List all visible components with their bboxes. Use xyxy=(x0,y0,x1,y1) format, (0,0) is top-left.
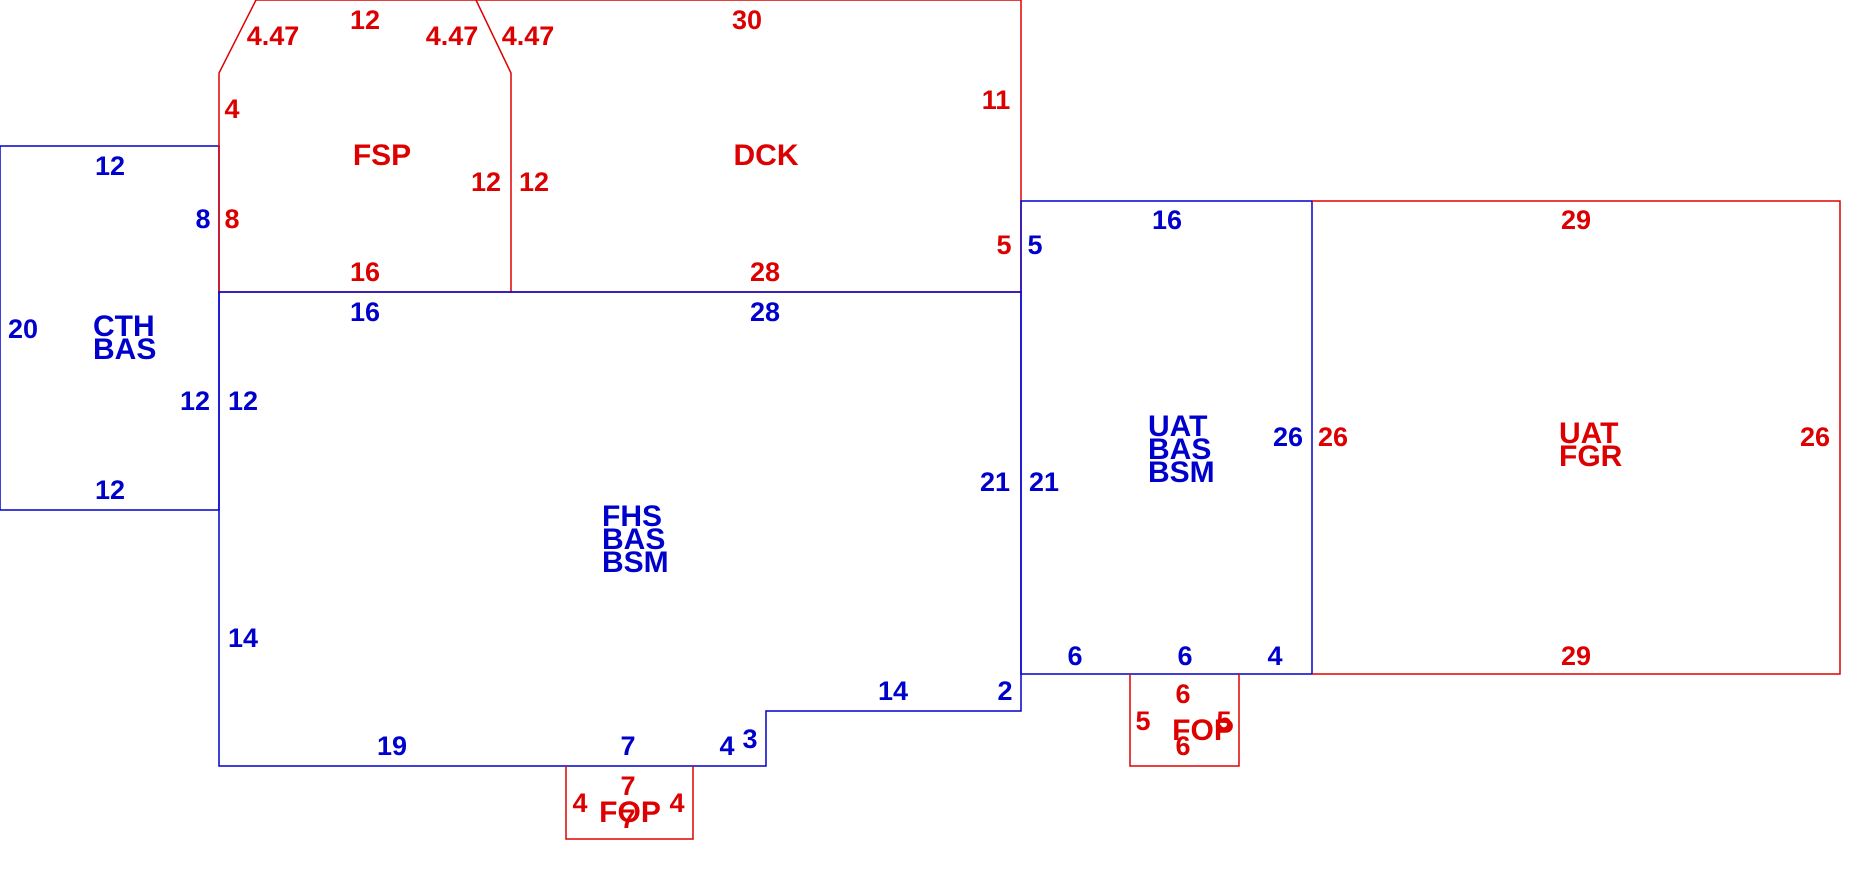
dim-label: 7 xyxy=(620,804,635,834)
dim-label: 7 xyxy=(620,731,635,761)
area-uat-1: 16 5 21 26 6 6 4 UAT BAS BSM xyxy=(1027,205,1303,671)
area-code: FHS xyxy=(602,500,662,533)
area-code: DCK xyxy=(734,139,799,172)
dim-label: 4 xyxy=(224,94,239,124)
area-code: BSM xyxy=(602,546,669,579)
dim-label: 4 xyxy=(719,731,734,761)
area-code: UAT xyxy=(1559,417,1618,450)
dim-label: 5 xyxy=(1027,230,1042,260)
dim-label: 28 xyxy=(750,257,780,287)
area-code: BSM xyxy=(1148,456,1215,489)
area-uat-2: 29 26 26 29 UAT FGR xyxy=(1318,205,1830,671)
dim-label: 6 xyxy=(1175,731,1190,761)
dim-label: 28 xyxy=(750,297,780,327)
dim-label: 8 xyxy=(224,204,239,234)
dim-label: 16 xyxy=(350,297,380,327)
dim-label: 4.47 xyxy=(247,21,300,51)
dim-label: 26 xyxy=(1318,422,1348,452)
dim-label: 5 xyxy=(996,230,1011,260)
dim-label: 6 xyxy=(1177,641,1192,671)
dim-label: 16 xyxy=(1152,205,1182,235)
area-code: FGR xyxy=(1559,440,1623,473)
area-code: FSP xyxy=(353,139,411,172)
dim-label: 21 xyxy=(980,467,1010,497)
dim-label: 29 xyxy=(1561,641,1591,671)
dim-label: 11 xyxy=(982,85,1011,115)
dim-label: 4.47 xyxy=(426,21,479,51)
dim-label: 12 xyxy=(95,151,125,181)
dim-label: 26 xyxy=(1273,422,1303,452)
dim-label: 12 xyxy=(95,475,125,505)
dim-label: 12 xyxy=(519,167,549,197)
dim-label: 16 xyxy=(350,257,380,287)
dim-label: 4 xyxy=(1267,641,1282,671)
area-code: BAS xyxy=(1148,433,1211,466)
dim-label: 19 xyxy=(377,731,407,761)
area-code: CTH xyxy=(93,310,155,343)
dim-label: 12 xyxy=(228,386,258,416)
dim-label: 8 xyxy=(195,204,210,234)
area-code: FOP xyxy=(599,796,661,829)
dim-label: 20 xyxy=(8,314,38,344)
area-code: UAT xyxy=(1148,410,1207,443)
area-code: BAS xyxy=(602,523,665,556)
area-fhs: 16 28 12 14 19 7 4 3 14 2 21 FHS BAS BSM xyxy=(228,297,1013,761)
dim-label: 6 xyxy=(1067,641,1082,671)
dim-label: 12 xyxy=(180,386,210,416)
dim-label: 12 xyxy=(350,5,380,35)
dim-label: 5 xyxy=(1135,706,1150,736)
area-dck: 4.47 30 11 12 5 28 DCK xyxy=(502,5,1012,287)
area-fop-1: 7 4 4 7 FOP xyxy=(572,771,684,834)
dim-label: 3 xyxy=(742,724,757,754)
dim-label: 21 xyxy=(1029,467,1059,497)
area-code: FOP xyxy=(1172,714,1234,747)
dim-label: 12 xyxy=(471,167,501,197)
dim-label: 4 xyxy=(572,788,587,818)
dim-label: 14 xyxy=(228,623,258,653)
dim-label: 6 xyxy=(1175,679,1190,709)
dim-label: 26 xyxy=(1800,422,1830,452)
outline-uat-2 xyxy=(1312,200,1841,675)
dim-label: 30 xyxy=(732,5,762,35)
dim-label: 4 xyxy=(669,788,684,818)
area-cth: 12 8 20 12 12 CTH BAS xyxy=(8,151,211,505)
dim-label: 4.47 xyxy=(502,21,555,51)
dim-label: 7 xyxy=(620,771,635,801)
area-fop-2: 6 5 5 6 FOP xyxy=(1135,679,1233,761)
dim-label: 5 xyxy=(1216,706,1231,736)
dim-label: 2 xyxy=(997,676,1012,706)
dim-label: 29 xyxy=(1561,205,1591,235)
outline-fop-1 xyxy=(565,766,694,840)
area-fsp: 4.47 12 4.47 4 8 12 16 FSP xyxy=(224,5,501,287)
outline-fop-2 xyxy=(1129,674,1240,767)
dim-label: 14 xyxy=(878,676,908,706)
area-code: BAS xyxy=(93,333,156,366)
